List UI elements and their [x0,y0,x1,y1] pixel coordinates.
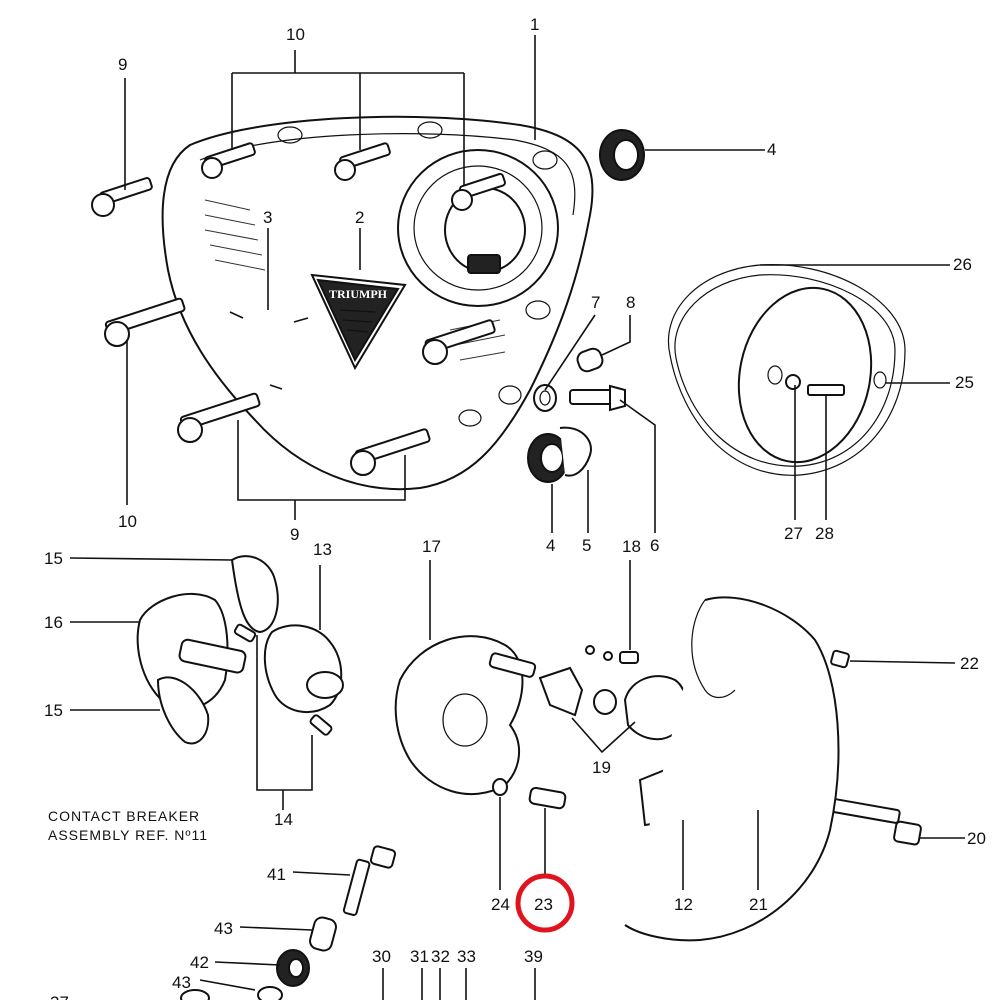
label-41: 41 [267,865,286,884]
inspection-cover [667,263,906,476]
leader-lines [69,35,965,1000]
label-16: 16 [44,613,63,632]
screw-10c [451,172,506,211]
label-15a: 15 [44,549,63,568]
badge-text: TRIUMPH [329,287,388,301]
label-10a: 10 [286,25,305,44]
label-21: 21 [749,895,768,914]
label-39: 39 [524,947,543,966]
label-12: 12 [674,895,693,914]
label-24: 24 [491,895,510,914]
label-28: 28 [815,524,834,543]
label-42: 42 [190,953,209,972]
label-18: 18 [622,537,641,556]
screw-10a [201,142,256,179]
assembly-caption: CONTACT BREAKER ASSEMBLY REF. Nº11 [48,808,208,843]
label-1: 1 [530,15,539,34]
label-10b: 10 [118,512,137,531]
label-20: 20 [967,829,986,848]
label-31: 31 [410,947,429,966]
label-9a: 9 [118,55,127,74]
screw-10b [334,142,391,181]
caption-line-1: CONTACT BREAKER [48,808,200,824]
label-6: 6 [650,536,659,555]
screw-9 [91,177,153,217]
label-26: 26 [953,255,972,274]
label-3: 3 [263,208,272,227]
screw-9c [422,319,496,365]
label-5: 5 [582,536,591,555]
label-19: 19 [592,758,611,777]
label-9b: 9 [290,525,299,544]
label-4b: 4 [546,536,555,555]
label-25: 25 [955,373,974,392]
label-13: 13 [313,540,332,559]
label-15b: 15 [44,701,63,720]
bottom-parts [180,845,397,1000]
cover-screws [91,142,506,476]
screw-10d [104,297,186,347]
label-2: 2 [355,208,364,227]
label-22: 22 [960,654,979,673]
label-7: 7 [591,293,600,312]
label-37: 37 [50,993,69,1000]
label-43b: 43 [172,973,191,992]
caption-line-2: ASSEMBLY REF. Nº11 [48,827,208,843]
label-8: 8 [626,293,635,312]
label-23: 23 [534,895,553,914]
small-parts-4-8 [527,347,626,483]
highlight-circle [515,873,575,933]
oil-seal-top [599,129,645,181]
contact-breaker-left [136,555,344,745]
part-labels: 10 9 1 4 3 2 26 7 8 25 10 9 4 5 6 27 28 … [44,15,986,1000]
label-30: 30 [372,947,391,966]
label-4a: 4 [767,140,776,159]
label-17: 17 [422,537,441,556]
screw-10e [177,392,261,443]
screw-9b [350,428,431,476]
timing-cover: TRIUMPH [161,115,594,491]
label-33: 33 [457,947,476,966]
label-27: 27 [784,524,803,543]
label-32: 32 [431,947,450,966]
contact-breaker-plate [394,596,922,942]
label-14: 14 [274,810,293,829]
label-43a: 43 [214,919,233,938]
